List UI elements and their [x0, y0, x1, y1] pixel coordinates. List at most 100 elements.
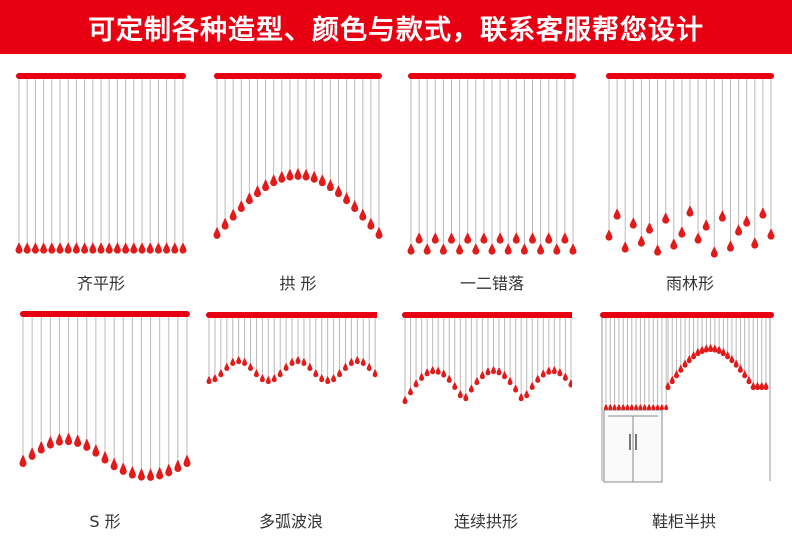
crystal-bead — [759, 207, 767, 219]
crystal-bead — [621, 241, 629, 253]
curtain-illustration-staggered — [407, 73, 577, 255]
crystal-bead — [512, 232, 520, 244]
curtain-rod — [408, 73, 576, 79]
curtain-rod — [600, 312, 774, 318]
crystal-bead — [343, 191, 351, 205]
crystal-bead — [452, 381, 458, 390]
crystal-bead — [294, 167, 302, 180]
style-label-flat: 齐平形 — [76, 274, 125, 293]
style-card-continuous-arch: 连续拱形 — [400, 306, 572, 531]
crystal-bead — [629, 403, 634, 411]
style-card-arch: 拱 形 — [212, 68, 384, 293]
crystal-bead — [496, 366, 502, 376]
crystal-bead — [354, 355, 360, 365]
cabinet-handle-right — [635, 434, 637, 450]
crystal-bead — [504, 243, 512, 255]
crystal-bead — [128, 465, 136, 479]
crystal-bead — [472, 243, 480, 255]
crystal-bead — [518, 392, 524, 402]
crystal-bead — [48, 242, 56, 254]
crystal-bead — [431, 232, 439, 244]
crystal-bead — [625, 403, 630, 411]
crystal-bead — [242, 357, 248, 367]
crystal-bead — [407, 243, 415, 255]
crystal-bead — [520, 243, 528, 255]
crystal-bead — [448, 232, 455, 244]
banner-title: 可定制各种造型、颜色与款式，联系客服帮您设计 — [88, 14, 704, 46]
style-label-continuous-arch: 连续拱形 — [453, 512, 518, 531]
crystal-bead — [65, 432, 73, 446]
crystal-bead — [686, 354, 692, 364]
crystal-bead — [326, 178, 334, 192]
crystal-bead — [524, 389, 530, 399]
crystal-bead — [561, 232, 569, 244]
crystal-bead — [535, 374, 541, 383]
crystal-bead — [750, 381, 756, 391]
crystal-bead — [729, 354, 735, 364]
top-banner: 可定制各种造型、颜色与款式，联系客服帮您设计 — [0, 0, 792, 54]
curtain-illustration-shoe-cabinet-half-arch — [600, 312, 774, 483]
crystal-bead — [456, 243, 464, 255]
crystal-bead — [710, 246, 718, 258]
crystal-bead — [331, 373, 337, 383]
crystal-bead — [435, 366, 441, 375]
crystal-bead — [479, 370, 485, 380]
style-label-multi-wave: 多弧波浪 — [258, 512, 323, 531]
crystal-bead — [674, 369, 680, 379]
crystal-bead — [646, 222, 653, 234]
crystal-bead — [659, 403, 664, 411]
crystal-bead — [23, 242, 31, 254]
crystal-bead — [367, 217, 375, 230]
crystal-bead — [408, 386, 414, 396]
crystal-bead — [277, 368, 283, 378]
crystal-bead — [254, 184, 261, 198]
crystal-bead — [224, 362, 230, 372]
crystal-bead — [634, 403, 639, 411]
crystal-bead — [637, 235, 645, 247]
crystal-bead — [56, 242, 64, 254]
crystal-bead — [712, 343, 718, 353]
crystal-bead — [218, 368, 224, 378]
crystal-bead — [733, 359, 739, 368]
curtain-rod — [20, 311, 190, 317]
crystal-bead — [31, 242, 39, 254]
crystal-bead — [665, 381, 671, 391]
crystal-bead — [742, 369, 748, 379]
crystal-bead — [767, 228, 775, 240]
crystal-bead — [502, 370, 508, 380]
crystal-bead — [163, 242, 171, 254]
style-label-staggered: 一二错落 — [459, 274, 524, 293]
style-card-staggered: 一二错落 — [406, 68, 578, 293]
crystal-bead — [271, 373, 277, 383]
crystal-bead — [119, 461, 127, 475]
crystal-bead — [319, 373, 325, 383]
crystal-bead — [289, 357, 295, 367]
crystal-bead — [372, 368, 377, 378]
crystal-bead — [81, 242, 89, 254]
crystal-bead — [146, 242, 154, 254]
crystal-bead — [265, 375, 271, 385]
crystal-bead — [691, 350, 697, 360]
crystal-bead — [480, 232, 488, 244]
crystal-bead — [165, 463, 173, 477]
crystal-bead — [113, 242, 121, 254]
crystal-bead — [253, 368, 259, 378]
crystal-bead — [551, 365, 557, 375]
curtain-rod — [206, 312, 377, 318]
crystal-bead — [608, 403, 613, 411]
crystal-bead — [55, 432, 63, 446]
crystal-bead — [337, 368, 343, 378]
crystal-bead — [743, 215, 751, 227]
crystal-bead — [430, 365, 436, 375]
crystal-bead — [529, 381, 535, 390]
crystal-bead — [638, 403, 643, 411]
crystal-bead — [669, 375, 675, 385]
crystal-bead — [310, 170, 318, 183]
crystal-bead — [92, 443, 100, 457]
crystal-bead — [415, 232, 423, 244]
crystal-bead — [702, 219, 710, 231]
curtain-illustration-rainforest — [605, 73, 775, 258]
style-label-s-curve: S 形 — [89, 512, 121, 531]
curtain-rod — [606, 73, 774, 79]
crystal-bead — [720, 347, 726, 357]
